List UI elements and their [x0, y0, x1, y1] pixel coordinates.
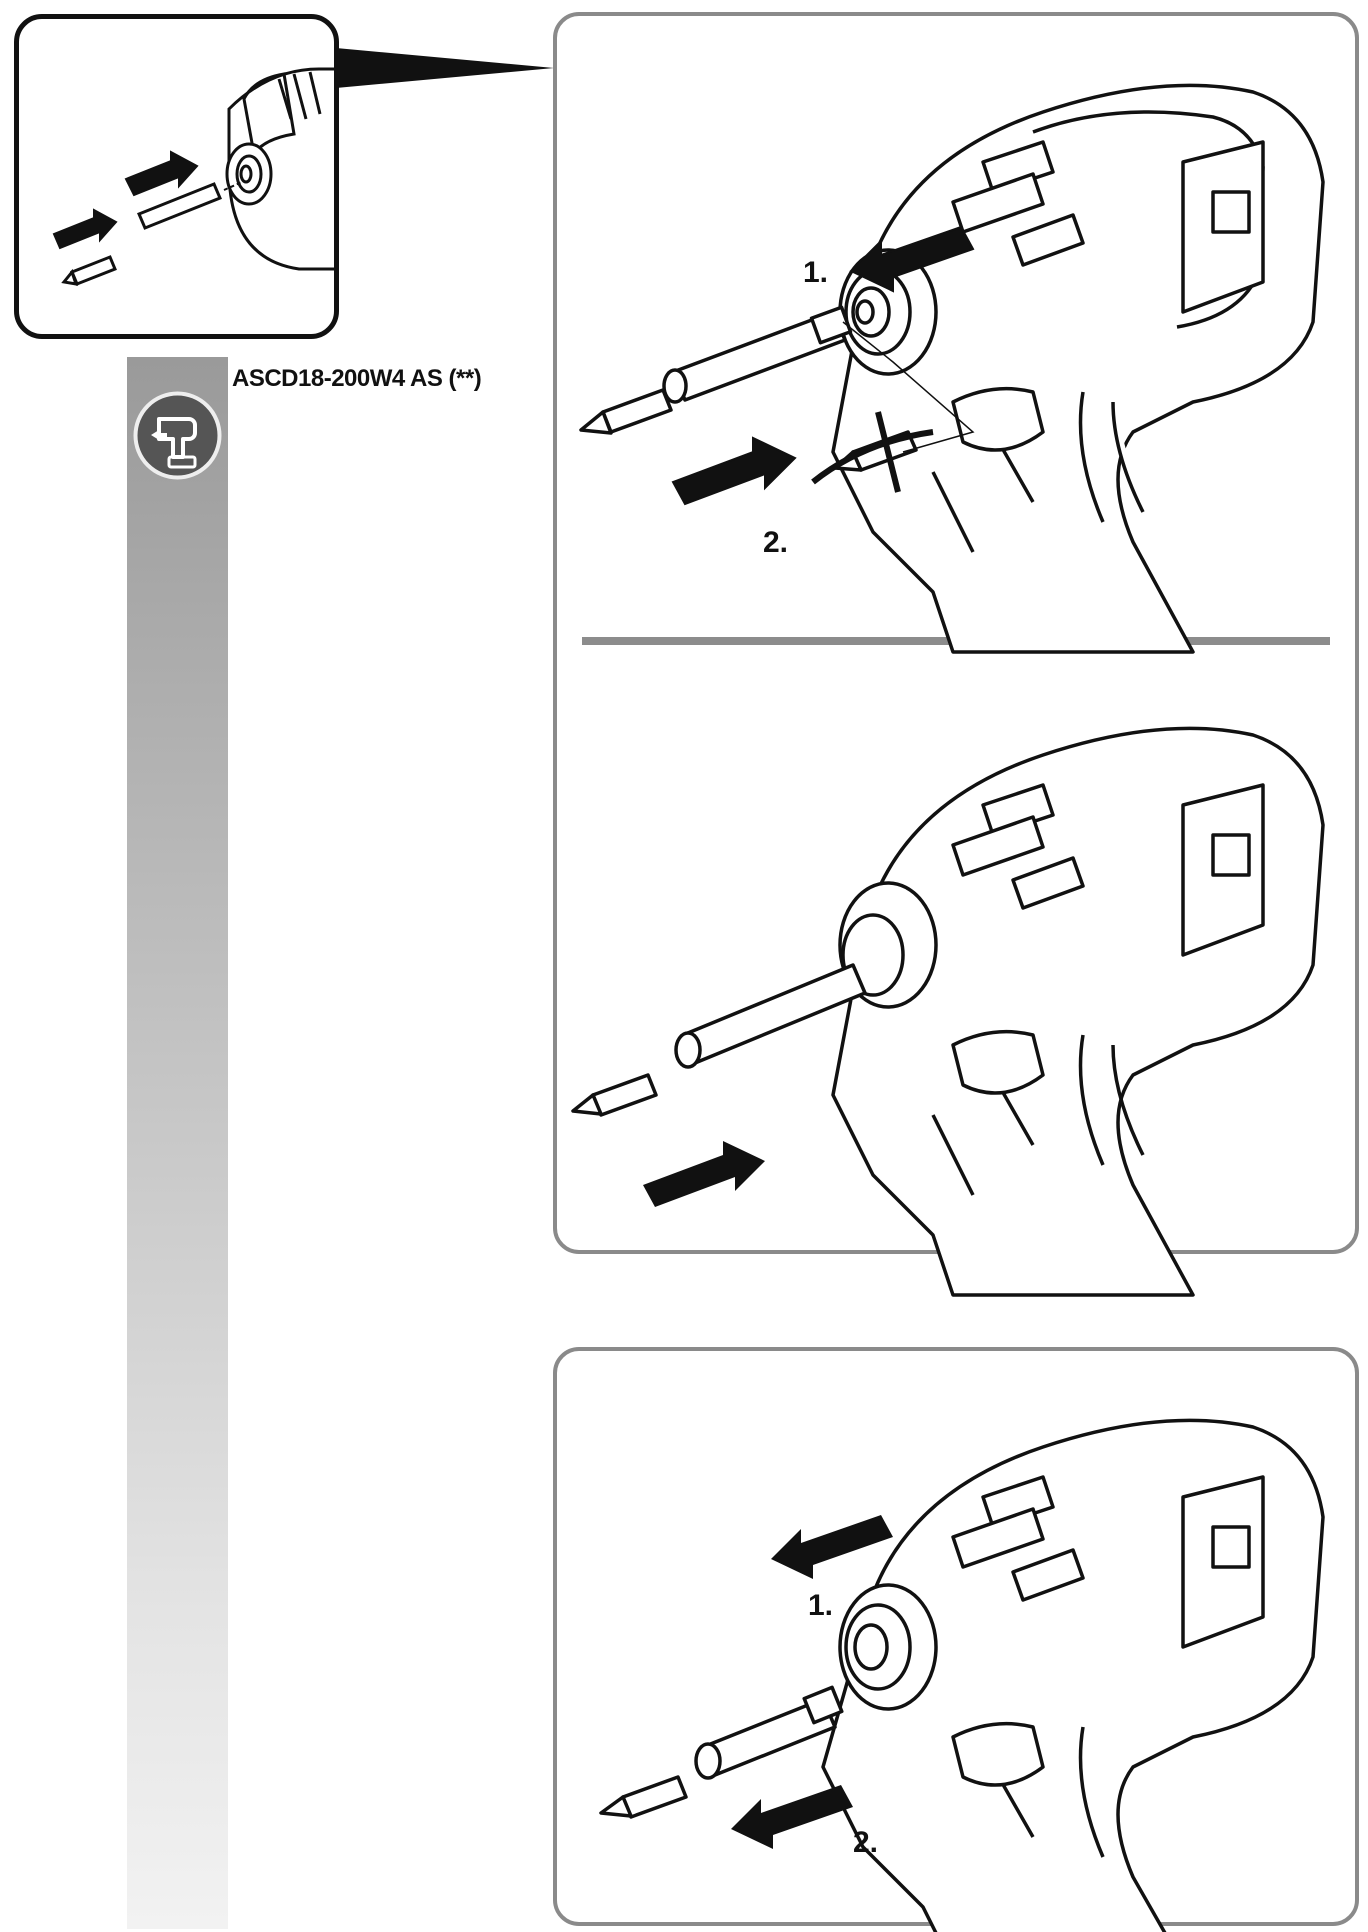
step-2-label: 2.: [763, 526, 788, 559]
step-1-label-lower: 1.: [808, 1589, 833, 1622]
detail-inset: [14, 14, 339, 339]
step-1-label: 1.: [803, 256, 828, 289]
remove-holder-illustration: 1. 2.: [579, 83, 1325, 654]
pull-out-illustration: 1. 2.: [599, 1418, 1325, 1932]
step-2-label-lower: 2.: [853, 1826, 878, 1859]
detail-illustration: [52, 67, 334, 286]
inset-pointer: [336, 48, 554, 88]
model-label: ASCD18-200W4 AS (**): [232, 365, 482, 392]
insert-bit-illustration: [571, 726, 1325, 1297]
sidebar-strip: [127, 357, 228, 1929]
drill-bit-change-icon: [133, 391, 222, 480]
